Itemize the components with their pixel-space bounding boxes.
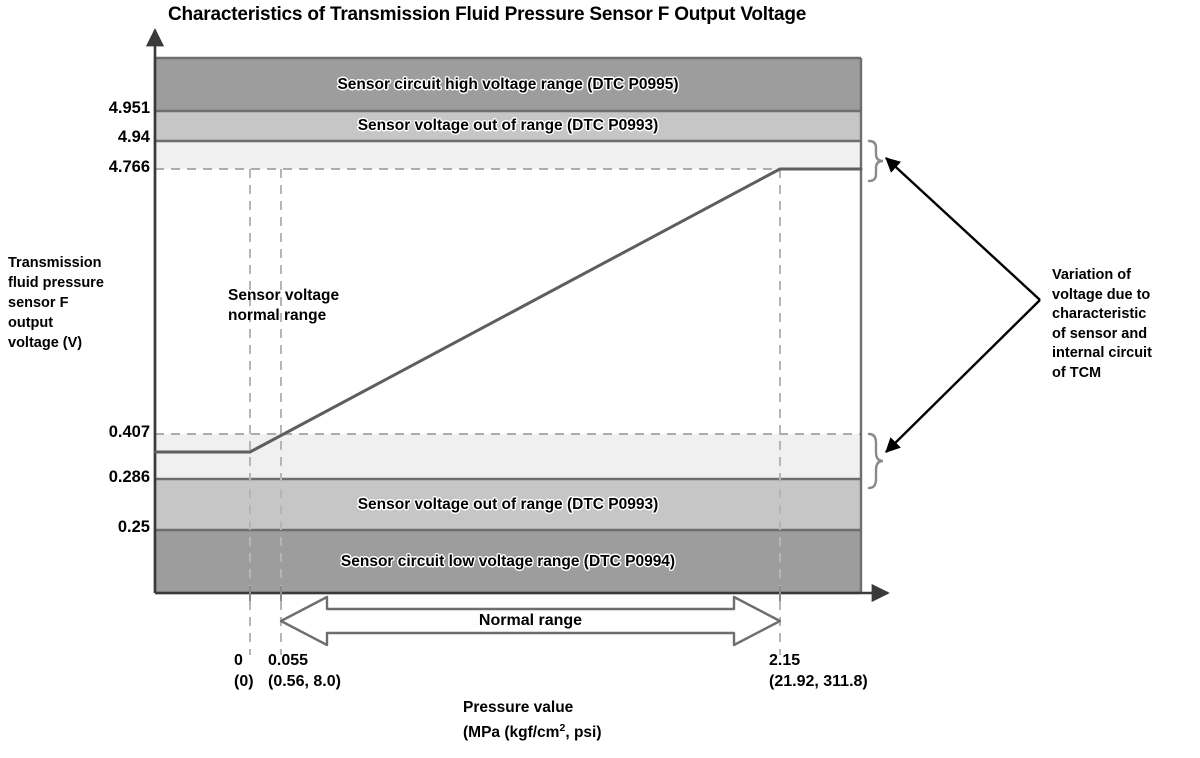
x-tick-2.15-other: (21.92, 311.8)	[769, 673, 868, 690]
band-label-low-voltage-fault-wrap: Sensor circuit low voltage range (DTC P0…	[155, 530, 861, 593]
y-tick-4.766: 4.766	[108, 158, 150, 176]
x-tick-2.15: 2.15 (21.92, 311.8)	[769, 650, 868, 692]
band-fill-variation-high	[155, 141, 861, 169]
y-tick-0.286: 0.286	[108, 468, 150, 486]
y-axis-title-line-2: fluid pressure	[8, 275, 104, 291]
dashed-horizontal-guides	[155, 168, 861, 435]
page-title: Characteristics of Transmission Fluid Pr…	[168, 4, 807, 25]
band-label-low-voltage-fault: Sensor circuit low voltage range (DTC P0…	[340, 552, 676, 570]
y-axis-tick-labels: 4.951 4.94 4.766 0.407 0.286 0.25	[0, 0, 150, 758]
x-axis-title-units-sup: 2	[559, 722, 566, 734]
band-label-high-voltage-fault-wrap: Sensor circuit high voltage range (DTC P…	[155, 58, 861, 111]
x-axis-tick-marks	[249, 586, 781, 601]
band-fill-variation-low	[155, 434, 861, 479]
y-tick-0.407: 0.407	[108, 423, 150, 441]
annotation-variation-note-line-6: of TCM	[1052, 364, 1102, 381]
x-tick-0-other: (0)	[234, 673, 254, 690]
x-tick-2.15-mpa: 2.15	[769, 652, 801, 669]
band-fill-low-voltage-fault	[155, 530, 861, 593]
normal-range-arrow-label: Normal range	[478, 612, 583, 629]
band-label-out-of-range-low-wrap: Sensor voltage out of range (DTC P0993)	[155, 479, 861, 530]
variation-leader-arrow-lower	[885, 299, 1041, 453]
annotation-variation-note-line-3: characteristic	[1052, 306, 1147, 322]
annotation-variation-note: Variation of voltage due to characterist…	[1052, 266, 1192, 383]
sensor-output-curve	[153, 167, 863, 454]
y-axis-title: Transmission fluid pressure sensor F out…	[8, 253, 148, 353]
variation-brace-lower	[867, 432, 884, 490]
x-tick-0: 0 (0)	[234, 650, 254, 692]
band-fill-out-of-range-high	[155, 111, 861, 141]
annotation-normal-range-note-line-2: normal range	[228, 307, 327, 324]
normal-range-double-arrow	[279, 595, 782, 647]
y-tick-4.94: 4.94	[117, 128, 150, 146]
band-fill-out-of-range-low	[155, 479, 861, 530]
dashed-vertical-guides	[249, 169, 781, 655]
band-label-out-of-range-high: Sensor voltage out of range (DTC P0993)	[357, 117, 659, 134]
band-label-out-of-range-low: Sensor voltage out of range (DTC P0993)	[357, 495, 659, 513]
y-axis-title-line-5: voltage (V)	[8, 335, 83, 351]
y-axis-title-line-1: Transmission	[8, 255, 102, 271]
band-label-out-of-range-high-wrap: Sensor voltage out of range (DTC P0993)	[155, 111, 861, 141]
annotation-normal-range-note-line-1: Sensor voltage	[228, 287, 340, 304]
variation-leader-arrow-upper	[885, 157, 1041, 301]
annotation-variation-note-line-4: of sensor and	[1052, 325, 1148, 342]
y-axis-title-line-3: sensor F	[8, 295, 69, 311]
annotation-normal-range-note: Sensor voltage normal range	[228, 286, 339, 326]
annotation-variation-note-line-2: voltage due to	[1052, 286, 1151, 303]
x-tick-0.055-mpa: 0.055	[268, 652, 309, 669]
variation-brace-upper	[867, 139, 884, 183]
x-tick-0-mpa: 0	[234, 652, 243, 669]
y-tick-0.25: 0.25	[117, 518, 150, 536]
x-tick-0.055: 0.055 (0.56, 8.0)	[268, 650, 341, 692]
normal-range-arrow-label-wrap: Normal range	[281, 597, 780, 645]
annotation-variation-note-line-1: Variation of	[1052, 267, 1131, 283]
x-axis-title: Pressure value (MPa (kgf/cm2, psi)	[463, 697, 602, 743]
band-label-high-voltage-fault: Sensor circuit high voltage range (DTC P…	[337, 75, 679, 93]
y-axis-title-line-4: output	[8, 315, 54, 331]
x-axis-title-units-post: , psi)	[565, 724, 602, 742]
y-tick-4.951: 4.951	[108, 99, 150, 117]
band-fill-high-voltage-fault	[155, 58, 861, 111]
x-axis-title-line-2: (MPa (kgf/cm2, psi)	[463, 718, 602, 743]
x-axis-title-units-pre: (MPa (kgf/cm	[463, 724, 560, 742]
band-fills	[155, 58, 861, 593]
x-tick-0.055-other: (0.56, 8.0)	[268, 673, 341, 690]
x-axis-title-line-1: Pressure value	[463, 699, 574, 716]
annotation-variation-note-line-5: internal circuit	[1052, 345, 1152, 361]
band-separators	[155, 56, 861, 595]
